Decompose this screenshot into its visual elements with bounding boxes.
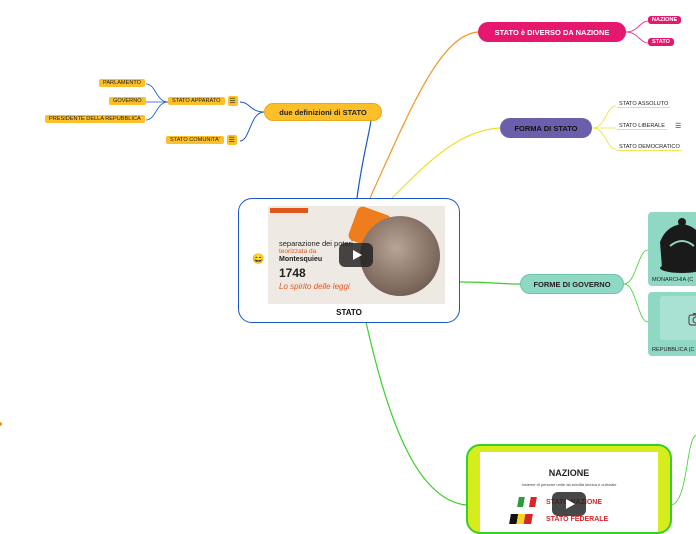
leaf-stato-liberale-wrap[interactable]: STATO LIBERALE ☰ [617, 122, 681, 130]
tag-label: STATO COMUNITA' [166, 136, 224, 144]
nazione-video-thumbnail[interactable]: NAZIONE Insieme di persone unite da ered… [480, 452, 658, 532]
leaf-governo[interactable]: GOVERNO [109, 97, 146, 105]
leaf-nazione[interactable]: NAZIONE [648, 16, 682, 24]
video-line3: Montesquieu [279, 256, 323, 263]
root-node-stato[interactable]: 😄 separazione dei poteri teorizzata da M… [238, 198, 460, 323]
card-monarchia[interactable]: MONARCHIA (C [648, 212, 696, 286]
video-book: Lo spirito delle leggi [279, 282, 350, 291]
montesquieu-portrait [360, 216, 440, 296]
leaf-stato-democratico[interactable]: STATO DEMOCRATICO [617, 144, 682, 151]
connector-lines [0, 20, 696, 506]
leaf-stato[interactable]: STATO [648, 38, 675, 46]
play-button-icon[interactable] [552, 492, 586, 516]
branch-label: due definizioni di STATO [279, 107, 367, 117]
flag-italy-icon [517, 497, 537, 507]
node-stato-apparato[interactable]: STATO APPARATO ☰ [168, 96, 238, 106]
play-button-icon[interactable] [339, 243, 373, 267]
nazione-video-node[interactable]: NAZIONE Insieme di persone unite da ered… [466, 444, 672, 534]
image-placeholder [660, 296, 696, 340]
leaf-presidente[interactable]: PRESIDENTE DELLA REPUBBLICA [45, 115, 145, 123]
branch-forme-di-governo[interactable]: FORME DI GOVERNO [520, 274, 624, 294]
video-year: 1748 [279, 266, 306, 280]
node-stato-comunita[interactable]: STATO COMUNITA' ☰ [166, 135, 237, 145]
video-line2: teorizzata da [279, 248, 317, 255]
root-label: STATO [336, 308, 362, 317]
nazione-title: NAZIONE [548, 468, 590, 478]
leaf-parlamento[interactable]: PARLAMENTO [99, 79, 146, 87]
card-label: MONARCHIA (C [652, 277, 694, 283]
branch-stato-diverso-nazione[interactable]: STATO è DIVERSO DA NAZIONE [478, 22, 626, 42]
crown-icon [660, 218, 696, 273]
smile-emoji-icon: 😄 [252, 254, 265, 265]
branch-label: FORME DI GOVERNO [533, 279, 611, 289]
montesquieu-video-thumbnail[interactable]: separazione dei poteri teorizzata da Mon… [268, 206, 445, 304]
notes-menu-icon[interactable]: ☰ [227, 96, 238, 106]
branch-label: FORMA DI STATO [514, 123, 578, 133]
notes-menu-icon[interactable]: ☰ [675, 123, 682, 130]
video-badge [270, 208, 308, 213]
branch-label: STATO è DIVERSO DA NAZIONE [494, 27, 610, 37]
leaf-stato-assoluto[interactable]: STATO ASSOLUTO [617, 101, 671, 108]
tag-label: STATO APPARATO [168, 97, 225, 105]
notes-menu-icon[interactable]: ☰ [226, 135, 237, 145]
card-repubblica[interactable]: REPUBBLICA (C [648, 292, 696, 356]
leaf-stato-liberale: STATO LIBERALE [617, 122, 668, 130]
flag-belgium-icon [509, 514, 533, 524]
card-label: REPUBBLICA (C [652, 347, 695, 353]
video-line1: separazione dei poteri [279, 239, 353, 248]
camera-icon [688, 313, 696, 326]
branch-due-definizioni[interactable]: due definizioni di STATO [264, 103, 382, 121]
nazione-subtitle: Insieme di persone unite da eredità stor… [521, 482, 617, 487]
branch-forma-di-stato[interactable]: FORMA DI STATO [500, 118, 592, 138]
